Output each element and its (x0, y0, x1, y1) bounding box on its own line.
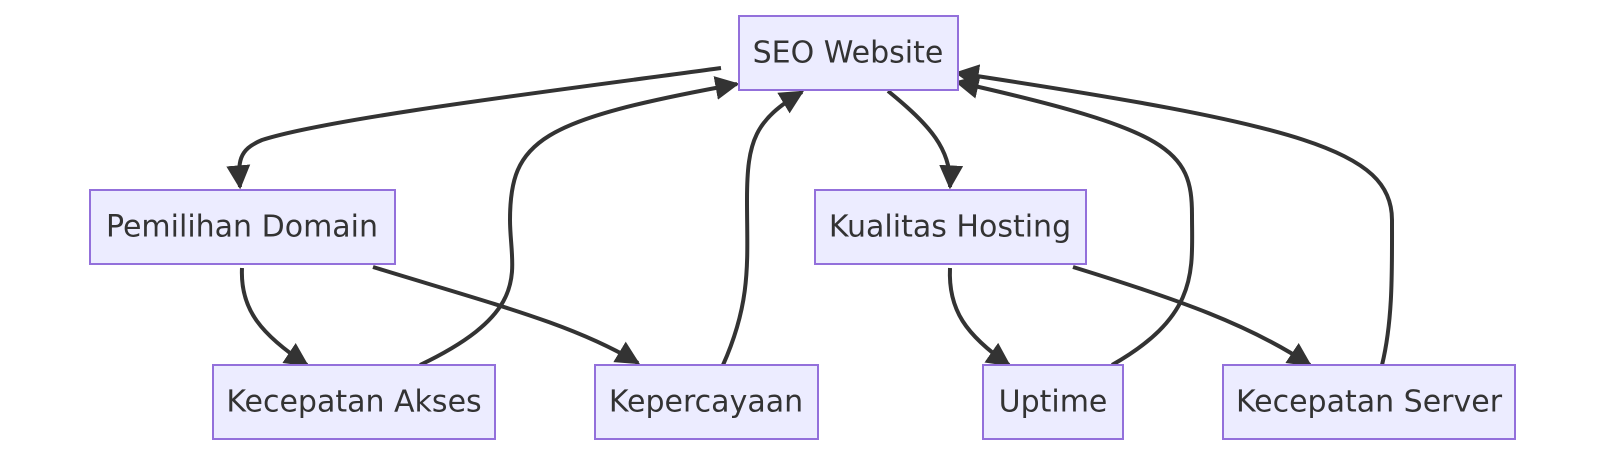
node-label-seo-website: SEO Website (753, 36, 944, 71)
edge-seo-to-domain (226, 66, 722, 190)
edge-uptime-to-seo (954, 75, 1195, 367)
node-kepercayaan: Kepercayaan (594, 364, 819, 440)
edge-domain-to-percaya (372, 265, 641, 365)
edge-hosting-to-server (1072, 265, 1312, 367)
node-kecepatan-server: Kecepatan Server (1222, 364, 1516, 440)
node-label-kecepatan-akses: Kecepatan Akses (226, 385, 481, 420)
node-label-pemilihan-domain: Pemilihan Domain (106, 210, 378, 245)
edge-akses-to-seo (419, 76, 740, 367)
node-label-uptime: Uptime (999, 385, 1108, 420)
edge-seo-to-hosting (886, 89, 964, 190)
edges-layer (226, 64, 1395, 367)
nodes-layer: SEO Website Pemilihan Domain Kualitas Ho… (89, 15, 1516, 440)
node-pemilihan-domain: Pemilihan Domain (89, 189, 396, 265)
node-kualitas-hosting: Kualitas Hosting (814, 189, 1087, 265)
edge-domain-to-akses (239, 267, 309, 367)
node-label-kualitas-hosting: Kualitas Hosting (829, 210, 1071, 245)
node-label-kecepatan-server: Kecepatan Server (1236, 385, 1503, 420)
node-uptime: Uptime (982, 364, 1124, 440)
node-label-kepercayaan: Kepercayaan (609, 385, 803, 420)
edge-percaya-to-seo (721, 90, 805, 366)
edge-server-to-seo (954, 64, 1395, 366)
node-kecepatan-akses: Kecepatan Akses (212, 364, 496, 440)
edge-hosting-to-uptime (947, 267, 1011, 367)
node-seo-website: SEO Website (738, 15, 959, 91)
